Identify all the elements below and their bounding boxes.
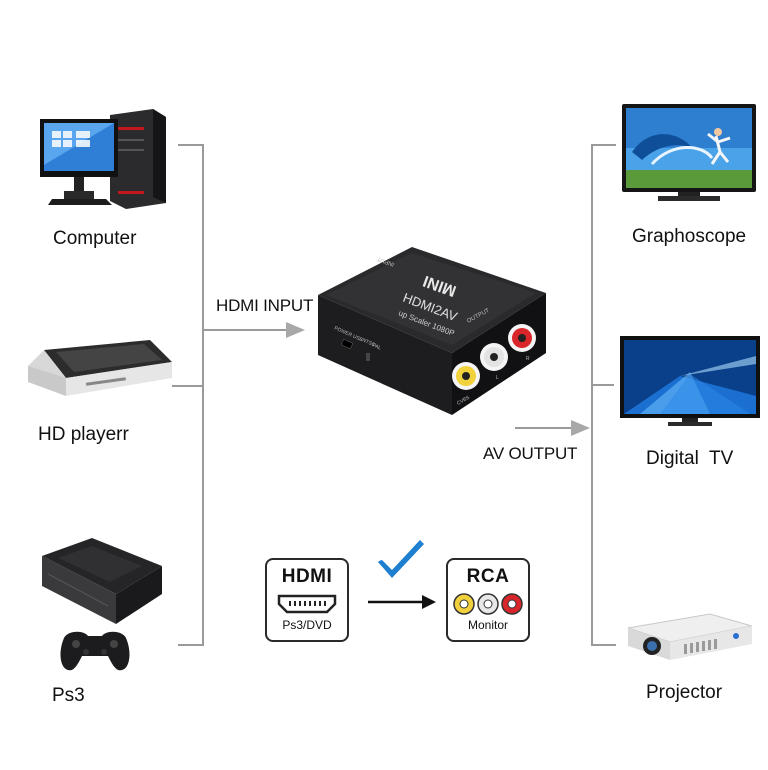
rca-plugs-icon xyxy=(453,593,523,615)
computer-label: Computer xyxy=(53,228,137,249)
legend-arrow xyxy=(368,595,436,609)
projector-image xyxy=(624,612,756,666)
converter-r: R xyxy=(526,356,530,362)
rca-badge-title: RCA xyxy=(466,566,510,587)
hd-player-label: HD playerr xyxy=(38,424,129,445)
ps3-image xyxy=(38,536,164,676)
hdmi-badge-sub: Ps3/DVD xyxy=(282,618,332,632)
hdmi-badge-title: HDMI xyxy=(281,566,333,587)
computer-image xyxy=(38,105,170,210)
converter-ntsc: NTSC xyxy=(361,337,376,348)
av-output-label: AV OUTPUT xyxy=(483,444,578,463)
projector-label: Projector xyxy=(646,682,723,703)
hdmi-badge: HDMI Ps3/DVD xyxy=(265,558,349,642)
hd-player-image xyxy=(26,338,172,402)
digital-tv-image xyxy=(620,336,760,428)
rca-badge-sub: Monitor xyxy=(467,618,508,632)
rca-jack-white xyxy=(480,343,508,371)
ps3-label: Ps3 xyxy=(52,685,85,706)
rca-badge: RCA Monitor xyxy=(446,558,530,642)
hdmi2av-converter: MINI HDMI2AV up Scaler 1080P INPUT OUTPU… xyxy=(314,245,548,420)
hdmi-connector-icon xyxy=(277,594,337,614)
converter-l: L xyxy=(496,375,499,381)
graphoscope-label: Graphoscope xyxy=(632,226,747,247)
rca-jack-red xyxy=(508,324,536,352)
rca-jack-yellow xyxy=(452,362,480,390)
converter-input-port: INPUT xyxy=(376,255,395,267)
checkmark-icon xyxy=(378,540,424,578)
converter-pal: PAL xyxy=(371,342,382,351)
digital-tv-label: Digital TV xyxy=(646,448,734,469)
hdmi-input-label: HDMI INPUT xyxy=(216,296,314,315)
graphoscope-image xyxy=(622,104,756,206)
